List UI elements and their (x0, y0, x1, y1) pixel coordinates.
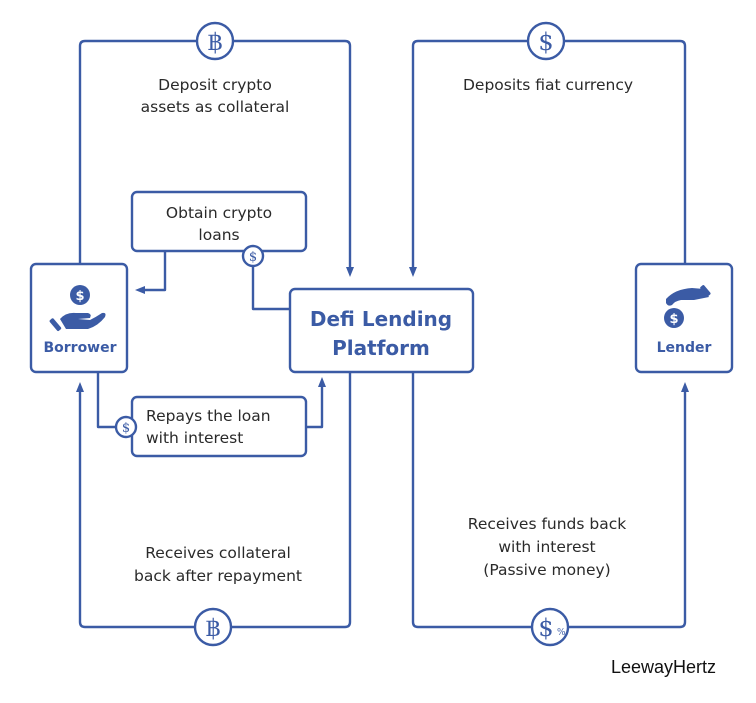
connector-borrower-to-repays (96, 372, 118, 429)
deposit-collateral-bitcoin-icon: ฿ (195, 21, 235, 61)
svg-text:$: $ (249, 250, 257, 265)
svg-text:฿: ฿ (207, 28, 222, 56)
svg-text:$: $ (122, 421, 130, 436)
platform-label-line2: Platform (332, 336, 430, 360)
platform-box (288, 287, 475, 374)
receives-collateral-line2: back after repayment (134, 567, 302, 585)
defi-lending-platform-node[interactable]: Defi Lending Platform (288, 287, 475, 374)
receives-funds-line2: with interest (498, 538, 595, 556)
deposit-collateral-line1: Deposit crypto (158, 76, 272, 94)
svg-text:฿: ฿ (205, 614, 220, 642)
svg-text:$: $ (538, 614, 553, 642)
deposits-fiat-line1: Deposits fiat currency (463, 76, 633, 94)
svg-text:$: $ (75, 289, 84, 304)
repays-loan-line1: Repays the loan (146, 407, 271, 425)
connector-receives-funds (411, 372, 689, 629)
lender-label: Lender (657, 340, 712, 356)
repays-loan-dollar-icon: $ (114, 415, 138, 439)
deposits-fiat-dollar-icon: $ (526, 21, 566, 61)
lender-node[interactable]: $ Lender (634, 262, 734, 374)
obtain-loans-box[interactable]: Obtain crypto loans (130, 190, 308, 253)
brand-logo-text: LeewayHertz (611, 657, 716, 677)
receives-collateral-line1: Receives collateral (145, 544, 291, 562)
svg-text:$: $ (669, 312, 678, 327)
repays-loan-box[interactable]: Repays the loan with interest (130, 395, 308, 458)
receives-funds-line1: Receives funds back (468, 515, 626, 533)
obtain-loans-line2: loans (198, 226, 239, 244)
borrower-label: Borrower (43, 340, 116, 356)
obtain-loans-frame (130, 190, 308, 253)
connector-repays-to-platform (305, 377, 326, 429)
receives-funds-line3: (Passive money) (483, 561, 610, 579)
obtain-loans-line1: Obtain crypto (166, 204, 272, 222)
repays-loan-line2: with interest (146, 429, 243, 447)
repays-loan-frame (130, 395, 308, 458)
svg-text:$: $ (538, 28, 553, 56)
obtain-loans-dollar-icon: $ (241, 244, 265, 268)
platform-label-line1: Defi Lending (310, 307, 452, 331)
hand-dropping-coin-icon: $ (664, 285, 711, 328)
svg-text:%: % (557, 628, 566, 638)
hand-holding-dollar-icon: $ (49, 285, 106, 332)
connector-obtain-loans-to-borrower (135, 251, 167, 294)
connector-platform-to-obtain-loans (251, 256, 290, 311)
deposit-collateral-line2: assets as collateral (141, 98, 290, 116)
borrower-node[interactable]: $ Borrower (29, 262, 129, 374)
receives-funds-dollar-percent-icon: $ % (530, 607, 570, 647)
receives-collateral-bitcoin-icon: ฿ (193, 607, 233, 647)
